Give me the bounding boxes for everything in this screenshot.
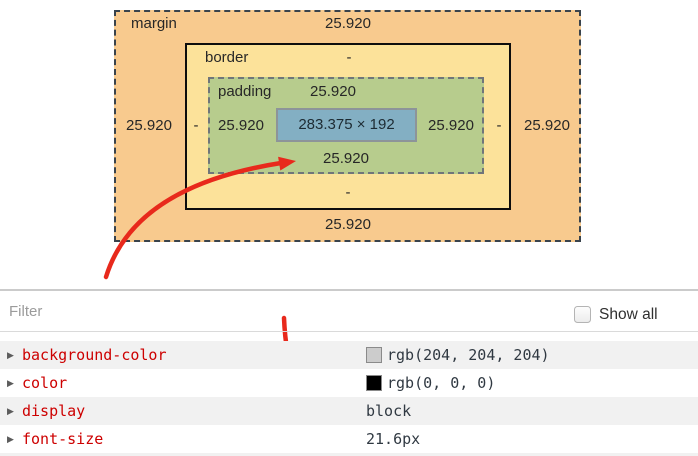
border-bottom-value[interactable]: - xyxy=(345,184,351,201)
value-text: 21.6px xyxy=(366,430,421,448)
padding-top-value[interactable]: 25.920 xyxy=(310,83,356,100)
padding-bottom-value[interactable]: 25.920 xyxy=(323,150,369,167)
margin-left-value[interactable]: 25.920 xyxy=(126,117,172,134)
computed-properties-list: ▶ background-color rgb(204, 204, 204) ▶ … xyxy=(0,341,698,456)
property-name: display xyxy=(22,402,86,420)
table-row-partial[interactable] xyxy=(0,453,698,456)
margin-top-value[interactable]: 25.920 xyxy=(325,15,371,32)
property-name: background-color xyxy=(22,346,167,364)
color-swatch[interactable] xyxy=(366,347,382,363)
value-text: rgb(0, 0, 0) xyxy=(387,374,496,392)
table-row[interactable]: ▶ display block xyxy=(0,397,698,425)
expand-arrow-icon[interactable]: ▶ xyxy=(7,434,14,444)
color-swatch[interactable] xyxy=(366,375,382,391)
margin-bottom-value[interactable]: 25.920 xyxy=(325,216,371,233)
table-row[interactable]: ▶ color rgb(0, 0, 0) xyxy=(0,369,698,397)
border-right-value[interactable]: - xyxy=(496,117,502,134)
margin-label: margin xyxy=(131,15,177,32)
table-row[interactable]: ▶ background-color rgb(204, 204, 204) xyxy=(0,341,698,369)
margin-right-value[interactable]: 25.920 xyxy=(524,117,570,134)
filter-input[interactable] xyxy=(9,299,339,323)
border-label: border xyxy=(205,49,249,66)
property-name: font-size xyxy=(22,430,104,448)
property-value: rgb(0, 0, 0) xyxy=(366,369,495,397)
property-value: 21.6px xyxy=(366,425,420,453)
padding-label: padding xyxy=(218,83,272,100)
show-all-checkbox[interactable] xyxy=(574,306,591,323)
expand-arrow-icon[interactable]: ▶ xyxy=(7,406,14,416)
expand-arrow-icon[interactable]: ▶ xyxy=(7,350,14,360)
panel-top-divider xyxy=(0,289,698,291)
border-left-value[interactable]: - xyxy=(193,117,199,134)
show-all-label: Show all xyxy=(599,306,658,323)
value-text: block xyxy=(366,402,412,420)
value-text: rgb(204, 204, 204) xyxy=(387,346,550,364)
expand-arrow-icon[interactable]: ▶ xyxy=(7,378,14,388)
property-name: color xyxy=(22,374,68,392)
filter-divider xyxy=(0,331,698,332)
table-row[interactable]: ▶ font-size 21.6px xyxy=(0,425,698,453)
content-box[interactable]: 283.375 × 192 xyxy=(276,108,417,142)
property-value: rgb(204, 204, 204) xyxy=(366,341,550,369)
border-top-value[interactable]: - xyxy=(346,49,352,66)
padding-right-value[interactable]: 25.920 xyxy=(428,117,474,134)
property-value: block xyxy=(366,397,411,425)
padding-left-value[interactable]: 25.920 xyxy=(218,117,264,134)
